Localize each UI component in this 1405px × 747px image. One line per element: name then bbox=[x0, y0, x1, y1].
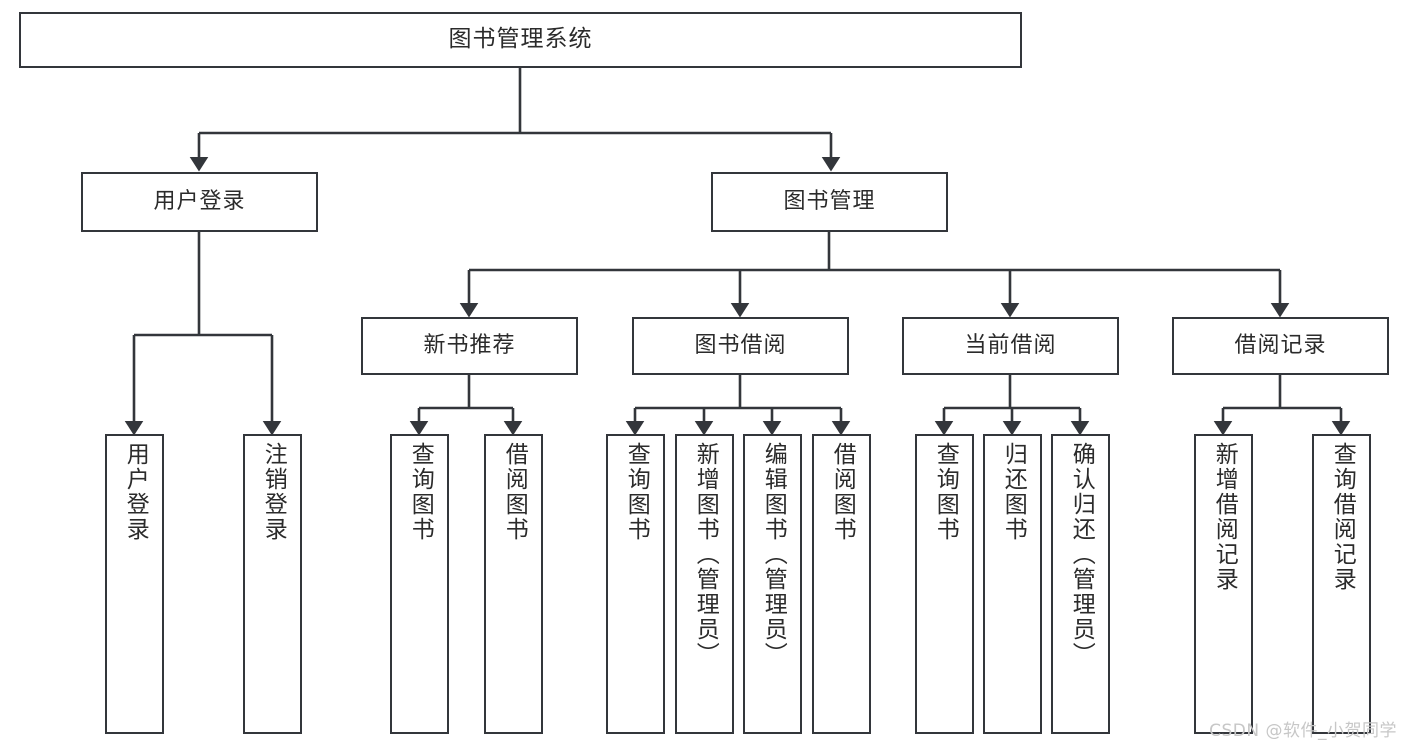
leaf-return-book-label: 归还图书 bbox=[1000, 442, 1027, 542]
leaf-query-book-1[interactable]: 查询图书 bbox=[390, 434, 449, 734]
leaf-edit-book[interactable]: 编辑图书（管理员） bbox=[743, 434, 802, 734]
node-book-manage-label: 图书管理 bbox=[783, 189, 876, 215]
leaf-add-book-label: 新增图书（管理员） bbox=[692, 442, 719, 667]
leaf-user-login[interactable]: 用户登录 bbox=[105, 434, 164, 734]
watermark: CSDN @软件_小贺同学 bbox=[1209, 721, 1397, 741]
node-current-borrow-label: 当前借阅 bbox=[964, 333, 1057, 359]
leaf-confirm-return-label: 确认归还（管理员） bbox=[1068, 442, 1095, 667]
leaf-query-book-2-label: 查询图书 bbox=[623, 442, 650, 542]
node-borrow-record-label: 借阅记录 bbox=[1234, 333, 1327, 359]
leaf-logout[interactable]: 注销登录 bbox=[243, 434, 302, 734]
leaf-query-book-3-label: 查询图书 bbox=[932, 442, 959, 542]
leaf-borrow-book-1[interactable]: 借阅图书 bbox=[484, 434, 543, 734]
leaf-borrow-book-2-label: 借阅图书 bbox=[829, 442, 856, 542]
leaf-confirm-return[interactable]: 确认归还（管理员） bbox=[1051, 434, 1110, 734]
leaf-return-book[interactable]: 归还图书 bbox=[983, 434, 1042, 734]
node-book-manage[interactable]: 图书管理 bbox=[711, 172, 948, 232]
leaf-query-book-3[interactable]: 查询图书 bbox=[915, 434, 974, 734]
leaf-logout-label: 注销登录 bbox=[260, 442, 287, 542]
node-root-label: 图书管理系统 bbox=[448, 26, 593, 53]
node-borrow-record[interactable]: 借阅记录 bbox=[1172, 317, 1389, 375]
leaf-add-record[interactable]: 新增借阅记录 bbox=[1194, 434, 1253, 734]
node-book-borrow[interactable]: 图书借阅 bbox=[632, 317, 849, 375]
node-root[interactable]: 图书管理系统 bbox=[19, 12, 1022, 68]
node-user-login[interactable]: 用户登录 bbox=[81, 172, 318, 232]
leaf-query-record[interactable]: 查询借阅记录 bbox=[1312, 434, 1371, 734]
leaf-borrow-book-2[interactable]: 借阅图书 bbox=[812, 434, 871, 734]
leaf-query-book-1-label: 查询图书 bbox=[407, 442, 434, 542]
node-new-book-rec-label: 新书推荐 bbox=[423, 333, 516, 359]
node-new-book-rec[interactable]: 新书推荐 bbox=[361, 317, 578, 375]
leaf-user-login-label: 用户登录 bbox=[122, 442, 149, 542]
node-book-borrow-label: 图书借阅 bbox=[694, 333, 787, 359]
node-user-login-label: 用户登录 bbox=[153, 189, 246, 215]
leaf-query-book-2[interactable]: 查询图书 bbox=[606, 434, 665, 734]
leaf-query-record-label: 查询借阅记录 bbox=[1329, 442, 1356, 592]
leaf-add-book[interactable]: 新增图书（管理员） bbox=[675, 434, 734, 734]
leaf-edit-book-label: 编辑图书（管理员） bbox=[760, 442, 787, 667]
node-current-borrow[interactable]: 当前借阅 bbox=[902, 317, 1119, 375]
leaf-add-record-label: 新增借阅记录 bbox=[1211, 442, 1238, 592]
leaf-borrow-book-1-label: 借阅图书 bbox=[501, 442, 528, 542]
